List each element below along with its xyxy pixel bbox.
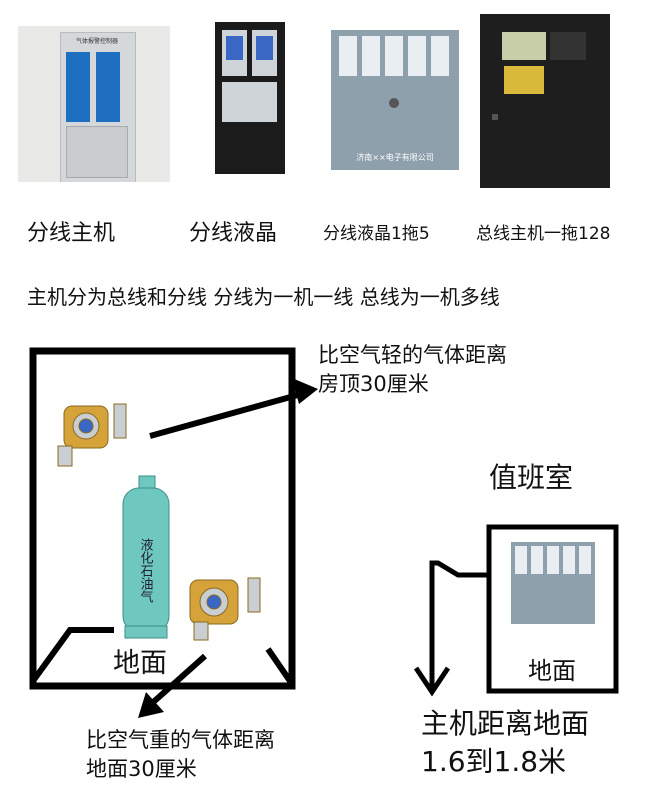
- arrow-light-gas-head: [292, 378, 318, 404]
- device-image-branch-lcd: [209, 22, 293, 178]
- device-caption-branch-lcd-1x5: 分线液晶1拖5: [323, 224, 430, 244]
- summary-text: 主机分为总线和分线 分线为一机一线 总线为一机多线: [27, 285, 500, 309]
- device-image-branch-lcd-1x5: 济南××电子有限公司: [331, 30, 459, 170]
- height-arrow: [429, 560, 489, 692]
- height-arrow-head: [413, 666, 451, 697]
- duty-room-outline: [486, 524, 619, 694]
- room-outline: [29, 347, 296, 690]
- light-gas-note-line2: 房顶30厘米: [318, 372, 429, 396]
- heavy-gas-note-line2: 地面30厘米: [86, 757, 197, 781]
- brand-text: 济南××电子有限公司: [356, 153, 434, 162]
- duty-room-floor-label: 地面: [528, 657, 576, 685]
- room-floor-label: 地面: [113, 648, 167, 679]
- duty-room-controller: [511, 542, 595, 624]
- device-image-branch-host: 气体报警控制器: [18, 26, 170, 182]
- floor-edge-right: [265, 647, 293, 683]
- device-image-bus-host: [480, 14, 610, 188]
- light-gas-note-line1: 比空气轻的气体距离: [318, 343, 507, 367]
- height-note-line2: 1.6到1.8米: [421, 745, 567, 778]
- duty-room-title: 值班室: [489, 461, 574, 494]
- floor-edge-left: [30, 627, 114, 683]
- arrow-heavy-gas: [148, 653, 207, 708]
- gas-cylinder: [122, 475, 170, 639]
- device-caption-branch-lcd: 分线液晶: [189, 221, 278, 246]
- gas-detector-lower: [189, 577, 261, 641]
- height-note-line1: 主机距离地面: [421, 707, 590, 740]
- arrow-light-gas: [149, 390, 306, 439]
- device-caption-bus-host: 总线主机一拖128: [476, 224, 611, 244]
- cylinder-label: 液化石油气: [139, 538, 154, 603]
- arrow-heavy-gas-head: [138, 692, 164, 718]
- gas-detector-upper: [57, 403, 127, 467]
- heavy-gas-note-line1: 比空气重的气体距离: [86, 728, 275, 752]
- panel-title: 气体报警控制器: [75, 38, 118, 45]
- device-caption-branch-host: 分线主机: [27, 221, 116, 246]
